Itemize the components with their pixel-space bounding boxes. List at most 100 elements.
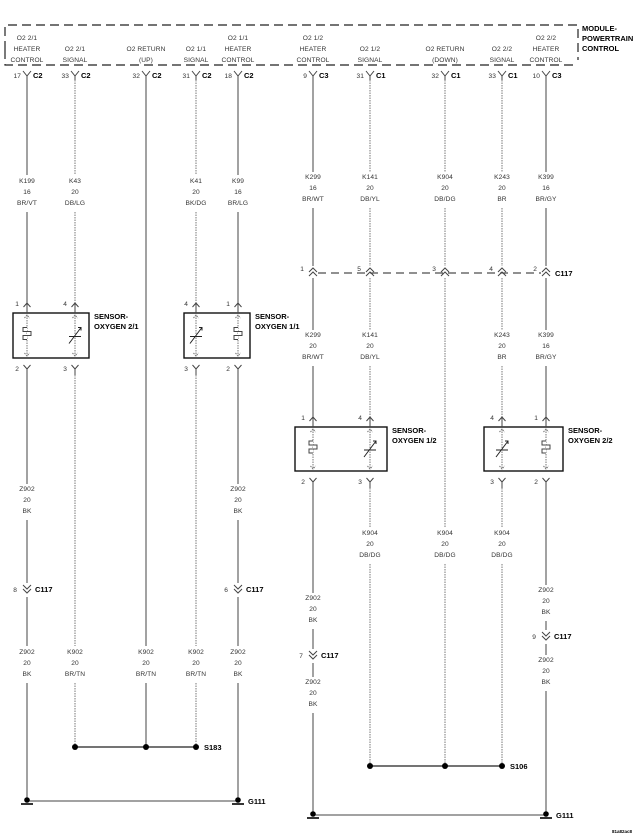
wire-color: BK (234, 671, 243, 678)
circuit-label: SIGNAL (358, 57, 383, 64)
wire-gauge: 20 (542, 598, 550, 605)
wire-gauge: 16 (542, 185, 550, 192)
pin-number: 31 (182, 73, 190, 80)
pin-terminal-icon (141, 70, 151, 80)
wire-code: K141 (362, 332, 378, 339)
wire-gauge: 20 (23, 497, 31, 504)
connector-id: C117 (246, 585, 264, 594)
heater-element-icon (308, 440, 318, 454)
pin-number: 4 (63, 301, 67, 308)
splice-node-icon (143, 744, 149, 750)
circuit-label: O2 2/2 (492, 46, 513, 53)
terminal-icon (23, 364, 31, 375)
circuit-label: O2 RETURN (126, 46, 165, 53)
terminal-icon (192, 302, 200, 313)
terminal-icon (71, 302, 79, 313)
pin-terminal-icon (365, 70, 375, 80)
wire-gauge: 20 (498, 541, 506, 548)
wire-color: BR/TN (136, 671, 156, 678)
wire-gauge: 20 (234, 660, 242, 667)
connector-pin-icon (22, 584, 32, 594)
arrow-icon (78, 327, 82, 331)
wire-gauge: 20 (71, 189, 79, 196)
pin-number: 1 (300, 266, 304, 273)
connector-id: C1 (376, 71, 386, 80)
terminal-icon (234, 302, 242, 313)
splice: S106 (367, 762, 528, 771)
circuit-label: HEATER (533, 46, 560, 53)
pin-number: 1 (301, 415, 305, 422)
ground-node-icon (543, 811, 549, 817)
circuit-label: SIGNAL (184, 57, 209, 64)
sensor-name: SENSOR- (568, 426, 603, 435)
pin-terminal-icon (191, 70, 201, 80)
figure-id: 81a82ac8 (612, 829, 633, 834)
circuit-label: SIGNAL (490, 57, 515, 64)
terminal-icon (366, 477, 374, 488)
pin-number: 17 (13, 73, 21, 80)
circuit-label: SIGNAL (63, 57, 88, 64)
wire-code: K904 (362, 530, 378, 537)
wire-color: BR/VT (17, 200, 37, 207)
connector-pin-icon (440, 267, 450, 277)
pin-number: 3 (184, 366, 188, 373)
pin-number: 2 (15, 366, 19, 373)
pin-number: 2 (301, 479, 305, 486)
wire-color: BR/TN (186, 671, 206, 678)
circuit-label: CONTROL (530, 57, 563, 64)
pin-terminal-icon (497, 70, 507, 80)
circuit-label: O2 1/2 (360, 46, 381, 53)
wire-color: BR (497, 354, 506, 361)
wire-color: BK (309, 701, 318, 708)
wire-code: K41 (190, 178, 202, 185)
sensor-body (12, 312, 90, 359)
wire-color: BK (542, 679, 551, 686)
wire-gauge: 20 (366, 185, 374, 192)
svg-text:POWERTRAIN: POWERTRAIN (582, 34, 633, 43)
wire-gauge: 16 (309, 185, 317, 192)
terminal-icon (309, 416, 317, 427)
wire-color: DB/DG (434, 196, 455, 203)
connector-id: C3 (319, 71, 329, 80)
wire-gauge: 16 (23, 189, 31, 196)
variable-resistor-icon (68, 327, 82, 344)
connector-pin-icon (541, 631, 551, 641)
wire-color: DB/YL (360, 196, 380, 203)
wire-code: Z902 (305, 595, 321, 602)
pin-number: 33 (488, 73, 496, 80)
pin-number: 5 (357, 266, 361, 273)
wire-color: DB/DG (359, 552, 380, 559)
pin-terminal-icon (70, 70, 80, 80)
pin-number: 2 (533, 266, 537, 273)
pin-number: 32 (132, 73, 140, 80)
c117-pin: 1 (300, 266, 318, 277)
circuit-label: CONTROL (11, 57, 44, 64)
connector-id: C117 (321, 651, 339, 660)
splice-node-icon (367, 763, 373, 769)
terminal-icon (498, 477, 506, 488)
pin-number: 9 (532, 634, 536, 641)
wire-color: BR/WT (302, 354, 324, 361)
sensor-body (483, 426, 564, 472)
wire-gauge: 20 (309, 690, 317, 697)
wire-code: K43 (69, 178, 81, 185)
terminal-icon (23, 302, 31, 313)
wire-color: BK (23, 671, 32, 678)
ground-node-icon (24, 797, 30, 803)
pin-terminal-icon (541, 70, 551, 80)
circuit-label: CONTROL (222, 57, 255, 64)
terminal-icon (542, 416, 550, 427)
pin-number: 3 (432, 266, 436, 273)
